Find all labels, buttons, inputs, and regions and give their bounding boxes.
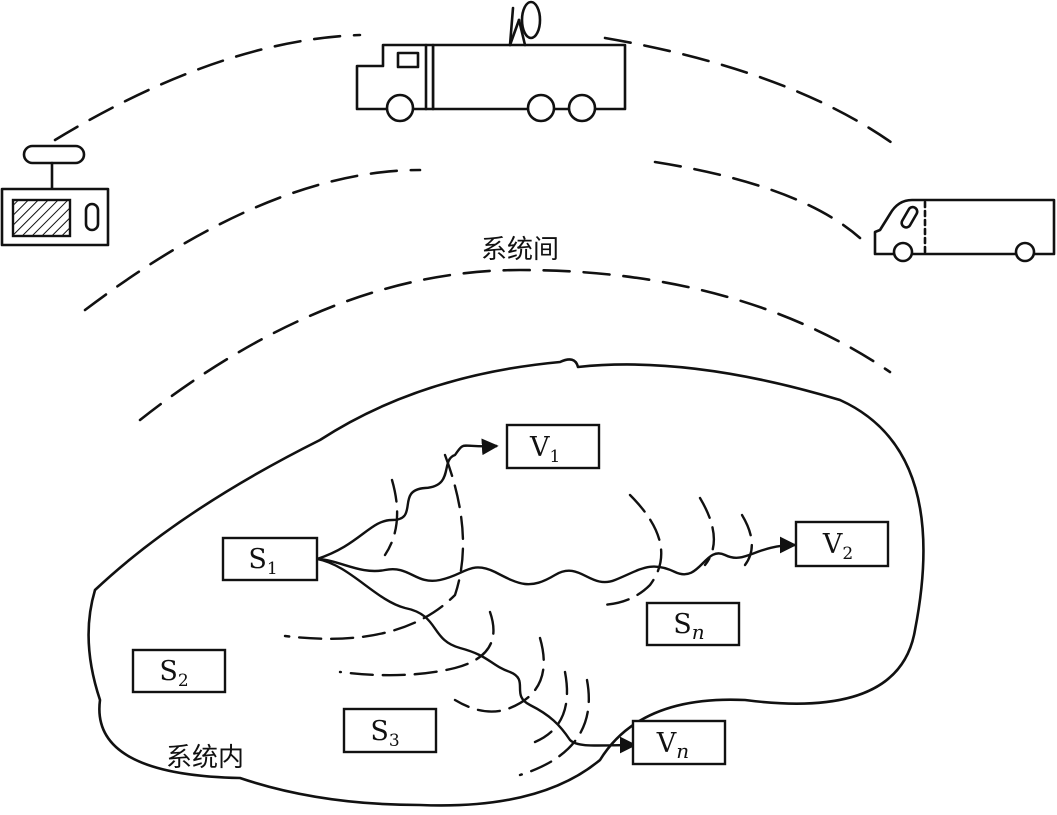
interference-arcs bbox=[283, 453, 753, 777]
inter-system-label: 系统间 bbox=[481, 235, 559, 265]
intra-system-boundary bbox=[87, 358, 925, 807]
van-icon bbox=[873, 198, 1056, 263]
signal-paths bbox=[316, 438, 797, 754]
node-v2: V2 bbox=[794, 520, 890, 568]
svg-text:Vn: Vn bbox=[656, 728, 689, 763]
svg-text:V2: V2 bbox=[822, 529, 853, 564]
svg-text:Sn: Sn bbox=[673, 609, 704, 644]
svg-text:S3: S3 bbox=[370, 716, 399, 751]
node-s3: S3 bbox=[342, 707, 438, 754]
svg-text:S2: S2 bbox=[159, 656, 188, 691]
radio-station-icon bbox=[0, 144, 110, 247]
node-s2: S2 bbox=[131, 648, 227, 694]
node-vn: Vn bbox=[631, 719, 727, 766]
node-s1: S1 bbox=[221, 536, 319, 582]
node-sn: Sn bbox=[645, 601, 741, 647]
inter-system-arcs bbox=[53, 33, 897, 422]
node-v1: V1 bbox=[505, 423, 601, 470]
radar-truck-icon bbox=[355, 0, 627, 123]
svg-text:S1: S1 bbox=[248, 544, 277, 579]
intra-system-label: 系统内 bbox=[166, 743, 244, 773]
svg-text:V1: V1 bbox=[529, 432, 560, 467]
